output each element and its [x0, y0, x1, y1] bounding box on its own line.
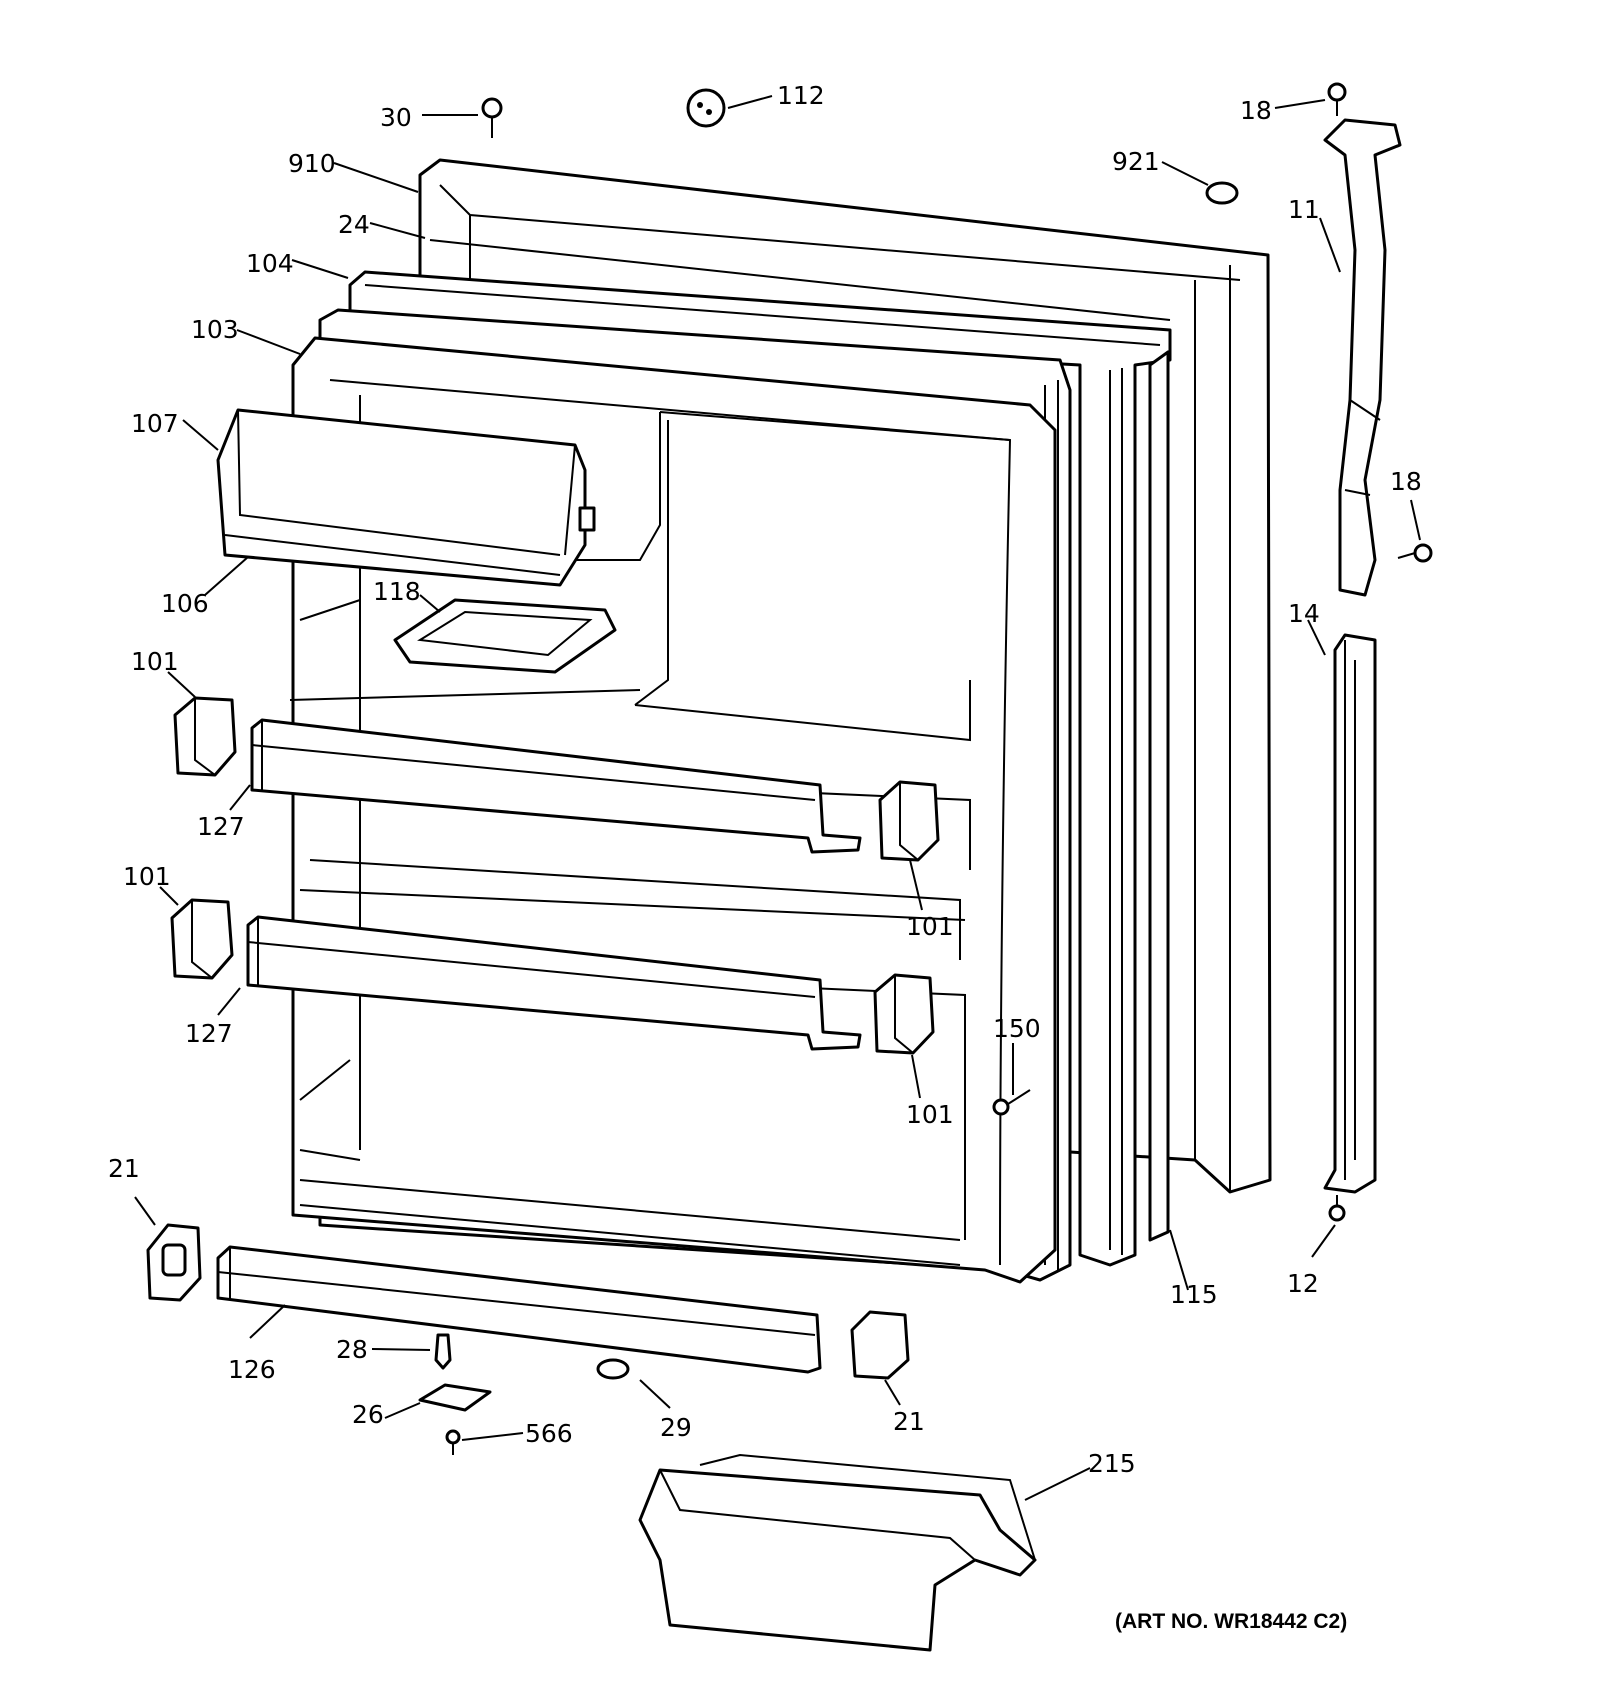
- callout-910: 910: [288, 149, 336, 178]
- callout-150: 150: [993, 1014, 1041, 1043]
- shelf-support-upper-left: [173, 696, 237, 777]
- callout-115: 115: [1170, 1280, 1218, 1309]
- callout-26: 26: [352, 1400, 384, 1429]
- door-bin: [638, 1453, 1037, 1652]
- callout-21-right: 21: [893, 1407, 925, 1436]
- shelf-support-lower-right: [873, 973, 935, 1055]
- callout-18-top: 18: [1240, 96, 1272, 125]
- callout-101-lower-left: 101: [123, 862, 171, 891]
- callout-18-side: 18: [1390, 467, 1422, 496]
- callout-30: 30: [380, 103, 412, 132]
- plug-921: [1205, 181, 1239, 205]
- screw-12: [1328, 1195, 1346, 1222]
- screw-566: [445, 1429, 461, 1455]
- screw-150: [992, 1089, 1031, 1116]
- plug-112: [686, 88, 726, 128]
- callout-921: 921: [1112, 147, 1160, 176]
- cap-29: [596, 1358, 630, 1380]
- shelf-bar-lower: [246, 915, 862, 1051]
- end-cap-left: [146, 1223, 202, 1302]
- callout-106: 106: [161, 589, 209, 618]
- callout-215: 215: [1088, 1449, 1136, 1478]
- callout-566: 566: [525, 1419, 573, 1448]
- shelf-support-lower-left: [170, 898, 234, 980]
- dairy-compartment-door: [216, 408, 596, 587]
- callout-107: 107: [131, 409, 179, 438]
- callout-127-upper: 127: [197, 812, 245, 841]
- door-stop-strip: [1148, 350, 1170, 1242]
- callout-104: 104: [246, 249, 294, 278]
- callout-101-upper-left: 101: [131, 647, 179, 676]
- callout-14: 14: [1288, 599, 1320, 628]
- screw-30: [481, 97, 503, 138]
- callout-101-upper-right: 101: [906, 912, 954, 941]
- callout-28: 28: [336, 1335, 368, 1364]
- shelf-support-upper-right: [878, 780, 940, 862]
- bottom-shelf-bar: [216, 1245, 822, 1374]
- screw-18-side: [1397, 543, 1433, 563]
- callout-118: 118: [373, 577, 421, 606]
- upper-hinge: [1323, 118, 1402, 597]
- callout-127-lower: 127: [185, 1019, 233, 1048]
- callout-12: 12: [1287, 1269, 1319, 1298]
- callout-labels: 30 112 18 910 921 24 11 104 103 107 18 1…: [108, 81, 1422, 1478]
- shelf-bar-upper: [250, 718, 862, 854]
- callout-101-lower-right: 101: [906, 1100, 954, 1129]
- callout-29: 29: [660, 1413, 692, 1442]
- callout-21-left: 21: [108, 1154, 140, 1183]
- art-number: (ART NO. WR18442 C2): [1115, 1610, 1347, 1633]
- bracket-26: [418, 1383, 492, 1412]
- butter-tray: [393, 598, 617, 674]
- screw-18-top: [1327, 82, 1347, 116]
- pin-28: [434, 1333, 452, 1370]
- callout-112: 112: [777, 81, 825, 110]
- callout-24: 24: [338, 210, 370, 239]
- callout-11: 11: [1288, 195, 1320, 224]
- hinge-bar: [1323, 633, 1377, 1194]
- leader-lines: [134, 95, 1421, 1501]
- end-cap-right: [850, 1310, 910, 1380]
- callout-126: 126: [228, 1355, 276, 1384]
- callout-103: 103: [191, 315, 239, 344]
